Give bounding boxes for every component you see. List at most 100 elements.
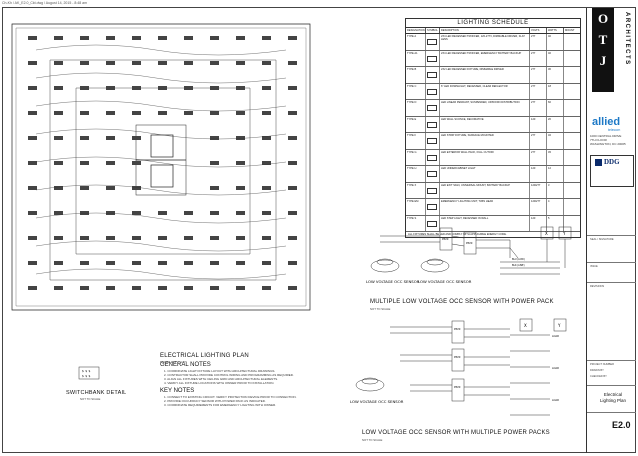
schedule-cell: 4 <box>547 199 564 215</box>
light-fixture <box>288 86 297 90</box>
load-label: LOAD <box>552 366 559 370</box>
tb-label: CHECKED BY <box>590 375 607 378</box>
light-fixture <box>132 211 141 215</box>
light-fixture <box>80 261 89 265</box>
multi-pack-diagram: LOW VOLTAGE OCC SENSOR PP20 PP20 PP20 X … <box>350 318 567 416</box>
schedule-cell: TYPE G <box>406 149 426 165</box>
light-fixture <box>158 261 167 265</box>
light-fixture <box>288 211 297 215</box>
light-fixture <box>28 236 37 240</box>
schedule-cell: TYPE F <box>406 133 426 149</box>
light-fixture <box>80 36 89 40</box>
light-fixture <box>288 261 297 265</box>
sensor-label-2: LOW VOLTAGE OCC SENSOR <box>418 279 472 284</box>
light-fixture <box>184 286 193 290</box>
schedule-cell <box>564 150 580 166</box>
sheet-number: E2.0 <box>612 420 631 430</box>
light-fixture <box>262 211 271 215</box>
light-fixture <box>80 211 89 215</box>
schedule-cell: 12 <box>547 166 564 182</box>
general-note: 2. CONTRACTOR SHALL PROVIDE CONTROL WIRI… <box>164 373 294 377</box>
wire-label: BLU (LOW) <box>512 258 525 261</box>
schedule-cell <box>564 183 580 199</box>
light-fixture <box>236 61 245 65</box>
tb-label: SEAL / SIGNATURE <box>590 238 614 241</box>
divider <box>587 262 636 263</box>
light-fixture <box>80 161 89 165</box>
schedule-cell: 277 <box>530 67 547 83</box>
light-fixture <box>54 111 63 115</box>
schedule-header: DESIGNATION SYMBOL DESCRIPTION VOLTS WAT… <box>406 28 580 34</box>
consultant-logo-mark <box>595 159 602 166</box>
schedule-cell: 120/277 <box>530 182 547 198</box>
fixture-symbol <box>426 83 440 99</box>
light-fixture <box>158 236 167 240</box>
schedule-cell: TYPE S <box>406 215 426 231</box>
schedule-cell: EMERGENCY LIGHTING UNIT, TWIN HEAD <box>440 199 530 215</box>
light-fixture <box>132 236 141 240</box>
power-pack-label: PP20 <box>454 355 461 359</box>
power-pack-label: PP20 <box>454 327 461 331</box>
light-fixture <box>288 186 297 190</box>
schedule-cell: 40 <box>547 34 564 50</box>
schedule-cell <box>564 166 580 182</box>
schedule-cell: 120/277 <box>530 199 547 215</box>
consultant-name: DDG <box>604 158 620 166</box>
light-fixture <box>106 186 115 190</box>
light-fixture <box>236 86 245 90</box>
load-y-label: Y <box>562 231 566 236</box>
light-fixture <box>80 236 89 240</box>
load-y-label: Y <box>557 323 561 328</box>
tb-label: DRAWN BY <box>590 369 604 372</box>
divider <box>587 360 636 361</box>
power-pack-label: PP20 <box>466 241 473 245</box>
light-fixture <box>28 136 37 140</box>
load-label: LOAD <box>552 334 559 338</box>
light-fixture <box>132 286 141 290</box>
divider <box>587 235 636 236</box>
light-fixture <box>262 286 271 290</box>
light-fixture <box>210 211 219 215</box>
light-fixture <box>54 136 63 140</box>
light-fixture <box>106 261 115 265</box>
schedule-cell: 2X2 LED RECESSED FIXTURE, DIMMABLE DRIVE… <box>440 67 530 83</box>
schedule-cell: 40 <box>547 50 564 66</box>
light-fixture <box>236 111 245 115</box>
light-fixture <box>106 236 115 240</box>
general-notes-title: GENERAL NOTES <box>160 362 211 368</box>
key-note: 3. COORDINATE REQUIREMENTS FOR EMERGENCY… <box>164 403 277 407</box>
circuit-run <box>35 240 287 252</box>
consultant-block: DDG <box>590 155 634 187</box>
schedule-cell <box>564 117 580 133</box>
multi-sensor-scale: NOT TO SCALE <box>370 307 391 311</box>
schedule-col: SYMBOL <box>426 28 440 33</box>
schedule-cell: 20 <box>547 116 564 132</box>
schedule-cell <box>564 199 580 215</box>
schedule-cell: LED UNDERCABINET LIGHT <box>440 166 530 182</box>
light-fixture <box>210 236 219 240</box>
light-fixture <box>28 286 37 290</box>
svg-text:$ $ $: $ $ $ <box>82 369 91 373</box>
light-fixture <box>54 86 63 90</box>
tb-label: REVISIONS <box>590 285 605 288</box>
light-fixture <box>262 186 271 190</box>
key-note: 1. CONNECT TO EXISTING CIRCUIT. VERIFY P… <box>164 395 297 399</box>
project-line: WASHINGTON, DC 20005 <box>590 142 626 146</box>
schedule-cell: 18 <box>547 83 564 99</box>
schedule-cell: 277 <box>530 149 547 165</box>
single-sensor-label: LOW VOLTAGE OCC SENSOR <box>350 399 404 404</box>
light-fixture <box>262 61 271 65</box>
logo-letter: T <box>598 32 608 47</box>
circuit-run <box>35 184 287 196</box>
light-fixture <box>106 161 115 165</box>
schedule-title: LIGHTING SCHEDULE <box>406 19 580 28</box>
switchbank-title: SWITCHBANK DETAIL <box>66 390 127 396</box>
light-fixture <box>132 261 141 265</box>
sensor-label-1: LOW VOLTAGE OCC SENSOR <box>366 279 420 284</box>
light-fixture <box>236 236 245 240</box>
light-fixture <box>262 161 271 165</box>
tb-label: ISSUE <box>590 265 598 268</box>
svg-text:$ $ $: $ $ $ <box>82 374 91 378</box>
